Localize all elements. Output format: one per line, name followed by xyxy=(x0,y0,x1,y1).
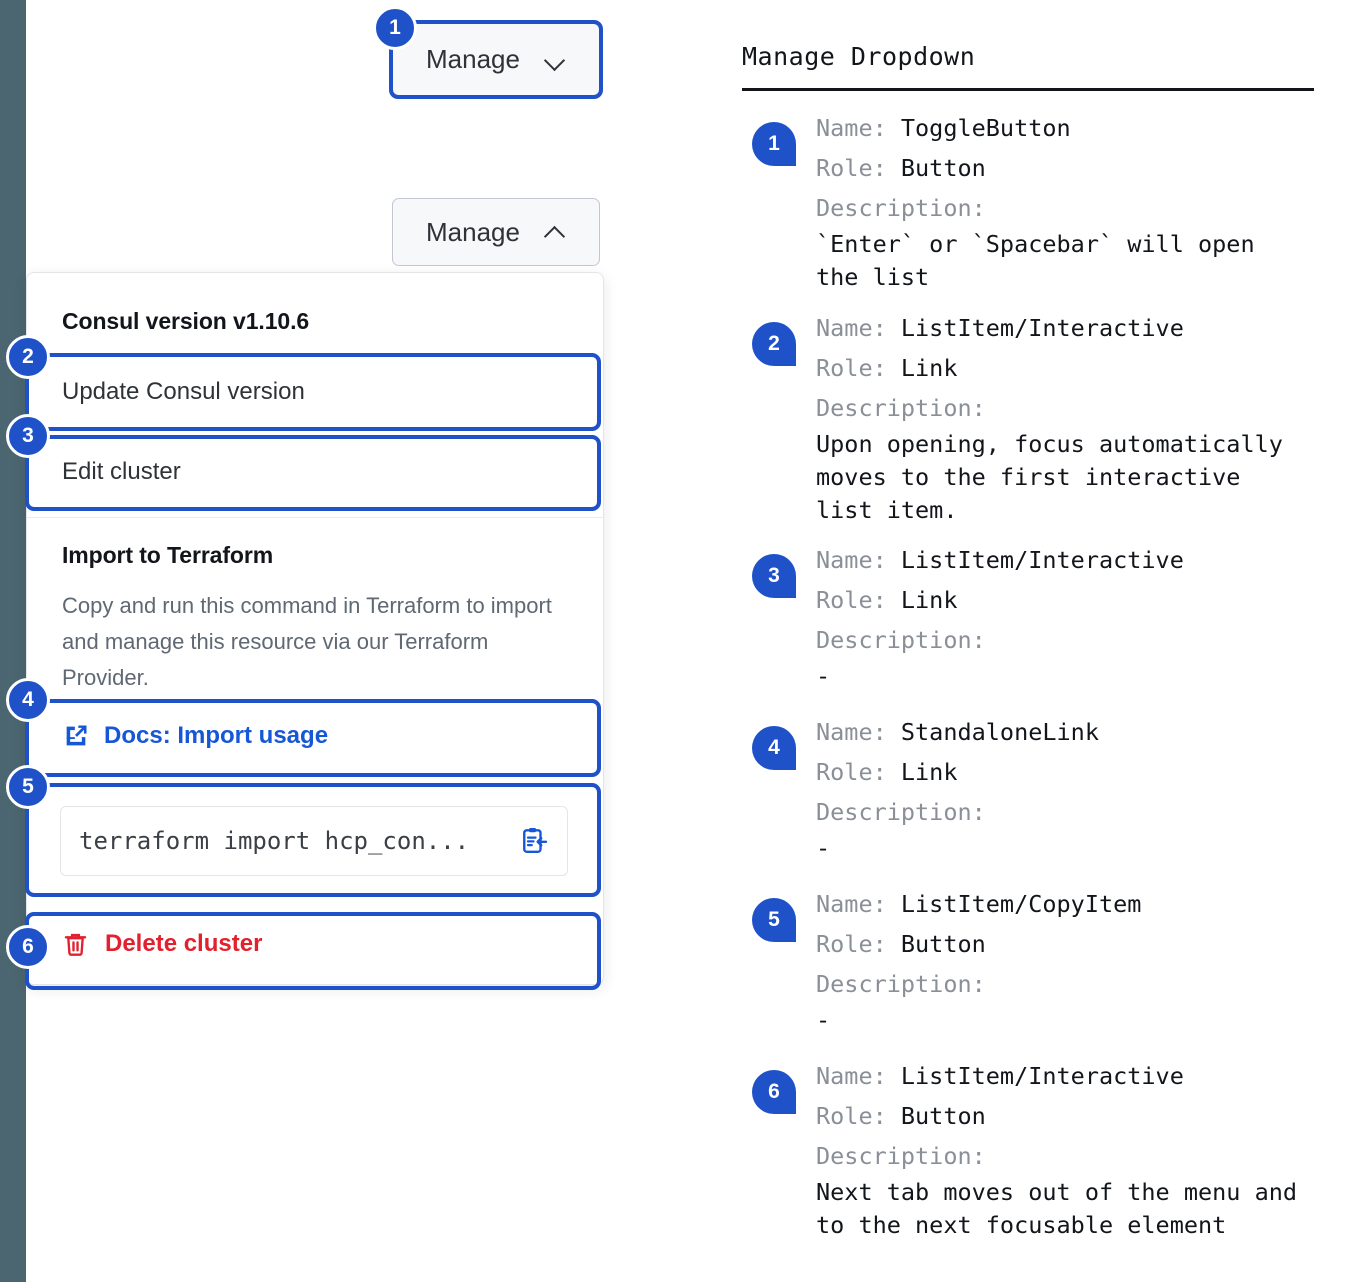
entry-description-value: - xyxy=(816,834,831,862)
entry-name-label: Name: xyxy=(816,114,901,142)
manage-toggle-label-closed: Manage xyxy=(426,44,520,74)
entry-name-value: ToggleButton xyxy=(900,114,1071,142)
entry-role-label: Role: xyxy=(816,586,901,614)
entry-name-value: ListItem/Interactive xyxy=(900,314,1184,342)
entry-name-value: ListItem/Interactive xyxy=(900,1062,1184,1090)
menu-item-delete-cluster[interactable]: Delete cluster xyxy=(62,930,262,958)
entry-role: Role: Button xyxy=(816,924,1342,964)
entry-description-label: Description: xyxy=(816,1142,986,1170)
entry-role-value: Button xyxy=(900,1102,986,1130)
entry-role-value: Button xyxy=(900,930,986,958)
entry-role-value: Link xyxy=(900,758,958,786)
menu-divider xyxy=(27,517,603,518)
chevron-down-icon xyxy=(546,50,566,70)
entry-role-label: Role: xyxy=(816,1102,901,1130)
entry-description-value: Upon opening, focus automatically moves … xyxy=(816,430,1283,524)
manage-toggle-button-open[interactable]: Manage xyxy=(392,198,600,266)
entry-description-value: - xyxy=(816,1006,831,1034)
annotation-pin-4: 4 xyxy=(752,726,796,770)
annotation-marker-2: 2 xyxy=(6,335,50,379)
entry-role-value: Link xyxy=(900,354,958,382)
entry-role: Role: Button xyxy=(816,1096,1342,1136)
entry-name-label: Name: xyxy=(816,718,901,746)
entry-name-value: ListItem/CopyItem xyxy=(900,890,1142,918)
terraform-command-copy-field[interactable]: terraform import hcp_con... xyxy=(60,806,568,876)
entry-name-value: StandaloneLink xyxy=(900,718,1099,746)
annotation-pin-3: 3 xyxy=(752,554,796,598)
import-to-terraform-description: Copy and run this command in Terraform t… xyxy=(62,593,552,690)
entry-name: Name: ListItem/Interactive xyxy=(816,308,1342,348)
mock-ui-pane: Manage Manage Consul version v1.10.6 Upd… xyxy=(0,0,700,1282)
entry-name-label: Name: xyxy=(816,1062,901,1090)
entry-name: Name: ToggleButton xyxy=(816,108,1342,148)
entry-role-value: Link xyxy=(900,586,958,614)
annotation-title-divider xyxy=(742,88,1314,91)
entry-name-label: Name: xyxy=(816,890,901,918)
external-doc-icon xyxy=(62,722,90,750)
menu-item-edit-cluster[interactable]: Edit cluster xyxy=(62,458,181,485)
entry-role-label: Role: xyxy=(816,354,901,382)
terraform-command-text: terraform import hcp_con... xyxy=(79,827,470,855)
entry-role: Role: Button xyxy=(816,148,1342,188)
annotation-pin-1: 1 xyxy=(752,122,796,166)
annotation-marker-4: 4 xyxy=(6,678,50,722)
docs-import-usage-label: Docs: Import usage xyxy=(104,722,329,749)
entry-name-value: ListItem/Interactive xyxy=(900,546,1184,574)
entry-role-label: Role: xyxy=(816,930,901,958)
annotation-pin-6: 6 xyxy=(752,1070,796,1114)
entry-description-label: Description: xyxy=(816,194,986,222)
entry-description-label: Description: xyxy=(816,394,986,422)
entry-description-value: - xyxy=(816,662,831,690)
annotation-pin-2: 2 xyxy=(752,322,796,366)
entry-description-label: Description: xyxy=(816,626,986,654)
clipboard-copy-icon[interactable] xyxy=(519,826,549,856)
annotation-marker-1: 1 xyxy=(373,6,417,50)
entry-role: Role: Link xyxy=(816,580,1342,620)
left-sidebar-rail xyxy=(0,0,26,1282)
entry-description-value: `Enter` or `Spacebar` will open the list xyxy=(816,230,1255,291)
annotation-pin-5: 5 xyxy=(752,898,796,942)
entry-description-label: Description: xyxy=(816,970,986,998)
entry-description-label: Description: xyxy=(816,798,986,826)
delete-cluster-label: Delete cluster xyxy=(105,930,263,957)
import-to-terraform-heading: Import to Terraform xyxy=(62,542,274,568)
entry-role-label: Role: xyxy=(816,154,901,182)
chevron-up-icon xyxy=(546,222,566,242)
trash-icon xyxy=(62,931,89,958)
entry-role-label: Role: xyxy=(816,758,901,786)
entry-name-label: Name: xyxy=(816,314,901,342)
consul-version-heading: Consul version v1.10.6 xyxy=(62,308,310,334)
annotation-marker-3: 3 xyxy=(6,414,50,458)
entry-name: Name: ListItem/Interactive xyxy=(816,540,1342,580)
entry-role: Role: Link xyxy=(816,752,1342,792)
docs-import-usage-link[interactable]: Docs: Import usage xyxy=(62,722,328,750)
entry-role-value: Button xyxy=(900,154,986,182)
entry-role: Role: Link xyxy=(816,348,1342,388)
manage-toggle-label-open: Manage xyxy=(426,216,520,247)
annotation-marker-5: 5 xyxy=(6,765,50,809)
entry-name: Name: StandaloneLink xyxy=(816,712,1342,752)
entry-description-value: Next tab moves out of the menu and to th… xyxy=(816,1178,1298,1239)
manage-toggle-button-closed[interactable]: Manage xyxy=(392,23,600,96)
entry-name: Name: ListItem/Interactive xyxy=(816,1056,1342,1096)
annotation-marker-6: 6 xyxy=(6,925,50,969)
annotation-pane-title: Manage Dropdown xyxy=(742,42,976,71)
menu-item-update-consul-version[interactable]: Update Consul version xyxy=(62,378,305,405)
entry-name: Name: ListItem/CopyItem xyxy=(816,884,1342,924)
entry-name-label: Name: xyxy=(816,546,901,574)
